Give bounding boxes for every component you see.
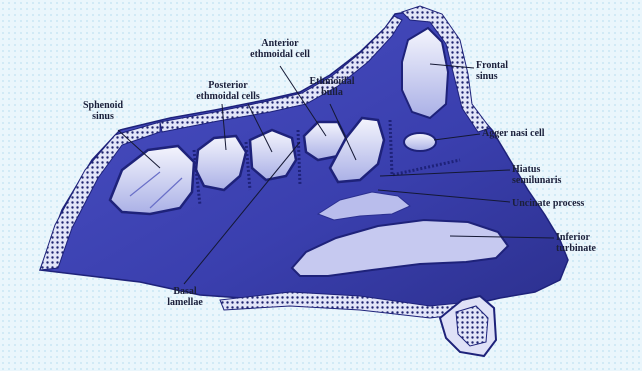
label-ethmoidal-bulla: Ethmoidal bulla [298, 76, 366, 98]
label-sphenoid-sinus: Sphenoid sinus [72, 100, 134, 122]
label-inferior-turbinate: Inferior turbinate [556, 232, 636, 254]
label-basal-lamellae: Basal lamellae [150, 286, 220, 308]
label-frontal-sinus: Frontal sinus [476, 60, 546, 82]
label-agger-nasi-cell: Agger nasi cell [482, 128, 582, 139]
label-uncinate-process: Uncinate process [512, 198, 642, 209]
label-posterior-ethmoidal-cells: Posterior ethmoidal cells [182, 80, 274, 102]
frontal-sinus-shape [402, 28, 448, 118]
agger-nasi-cell-shape [404, 133, 436, 151]
label-hiatus-semilunaris: Hiatus semilunaris [512, 164, 592, 186]
label-anterior-ethmoidal-cell: Anterior ethmoidal cell [234, 38, 326, 60]
